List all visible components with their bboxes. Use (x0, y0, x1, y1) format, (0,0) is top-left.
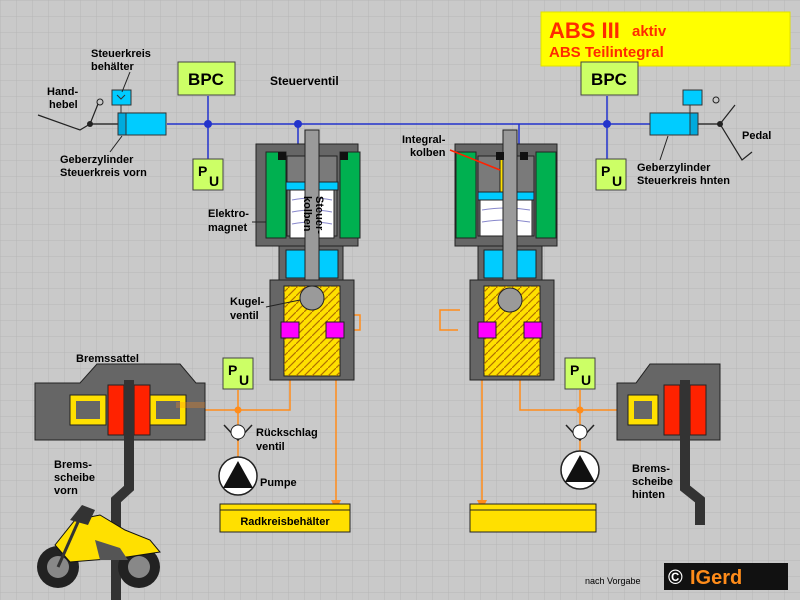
label-geber-hinten: Steuerkreis hnten (637, 175, 730, 187)
label-bremsscheibe-hinten: Brems- (632, 463, 670, 475)
rueckschlagventil-rechts (565, 424, 595, 442)
label-geber-hinten: Geberzylinder (637, 162, 711, 174)
label-elektromagnet: magnet (208, 222, 247, 234)
pu-sensor-top-right: P U (595, 158, 627, 191)
label-steuerkreis-behaelter: behälter (91, 61, 135, 73)
label-bremsscheibe-hinten: scheibe (632, 476, 673, 488)
svg-text:BPC: BPC (591, 70, 627, 89)
label-steuerkreis-behaelter: Steuerkreis (91, 48, 151, 60)
leader-line (449, 149, 501, 171)
label-nach-vorgabe: nach Vorgabe (585, 576, 641, 586)
svg-text:IGerd: IGerd (690, 567, 742, 589)
label-geber-vorn: Geberzylinder (60, 154, 134, 166)
svg-text:P: P (198, 163, 207, 179)
svg-text:Radkreisbehälter: Radkreisbehälter (240, 516, 330, 528)
bpc-box-left: BPC (177, 61, 236, 96)
label-handhebel: hebel (49, 99, 78, 111)
geberzylinder-vorn (37, 89, 167, 136)
banner-line1: ABS III (549, 18, 620, 43)
leader-line (109, 135, 123, 153)
svg-text:P: P (228, 362, 237, 378)
pu-sensor-bottom-left: P U (222, 357, 254, 390)
label-bremsscheibe-hinten: hinten (632, 489, 665, 501)
label-rueckschlagventil: Rückschlag (256, 427, 318, 439)
rueckschlagventil-links (223, 424, 253, 442)
label-steuerkolben: Steuer- (313, 196, 325, 234)
junction-dot (576, 406, 584, 414)
label-steuerventil: Steuerventil (270, 74, 339, 88)
label-integralkolben: kolben (410, 147, 446, 159)
banner-line2: ABS Teilintegral (549, 44, 664, 61)
svg-text:U: U (612, 173, 622, 189)
junction-dot (234, 406, 242, 414)
junction-dot (204, 120, 212, 128)
bpc-box-right: BPC (580, 61, 639, 96)
svg-text:©: © (668, 567, 683, 589)
label-steuerkolben: kolben (301, 196, 313, 232)
label-handhebel: Hand- (47, 86, 79, 98)
title-banner: ABS III aktiv ABS Teilintegral (540, 11, 791, 67)
label-geber-vorn: Steuerkreis vorn (60, 167, 147, 179)
steuerventil-rechts (454, 129, 558, 381)
svg-text:P: P (601, 163, 610, 179)
bremssattel-vorn (34, 363, 206, 600)
leader-line (265, 299, 301, 308)
label-bremsscheibe-vorn: scheibe (54, 472, 95, 484)
label-rueckschlagventil: ventil (256, 441, 285, 453)
banner-line1-suffix: aktiv (632, 23, 667, 40)
label-kugelventil: Kugel- (230, 296, 265, 308)
label-elektromagnet: Elektro- (208, 208, 249, 220)
leader-line (659, 135, 669, 161)
geberzylinder-hinten (649, 89, 753, 161)
label-integralkolben: Integral- (402, 134, 446, 146)
radkreisbehaelter-links: Radkreisbehälter (219, 503, 351, 533)
label-bremssattel: Bremssattel (76, 353, 139, 365)
motorcycle-image (37, 505, 161, 588)
pu-sensor-bottom-right: P U (564, 357, 596, 390)
steuerventil-links (255, 129, 361, 381)
radkreisbehaelter-rechts (469, 503, 597, 533)
svg-text:U: U (209, 173, 219, 189)
label-kugelventil: ventil (230, 310, 259, 322)
label-pedal: Pedal (742, 130, 771, 142)
svg-text:P: P (570, 362, 579, 378)
junction-dot (603, 120, 611, 128)
label-pumpe: Pumpe (260, 477, 297, 489)
label-bremsscheibe-vorn: vorn (54, 485, 78, 497)
pu-sensor-top-left: P U (192, 158, 224, 191)
junction-dot (294, 120, 302, 128)
svg-text:U: U (239, 372, 249, 388)
copyright-logo: © IGerd (664, 563, 788, 590)
svg-text:U: U (581, 372, 591, 388)
svg-text:BPC: BPC (188, 70, 224, 89)
label-bremsscheibe-vorn: Brems- (54, 459, 92, 471)
leader-line (121, 71, 131, 93)
pumpe-links (218, 456, 258, 496)
bremssattel-hinten (616, 363, 721, 525)
pumpe-rechts (560, 450, 600, 490)
